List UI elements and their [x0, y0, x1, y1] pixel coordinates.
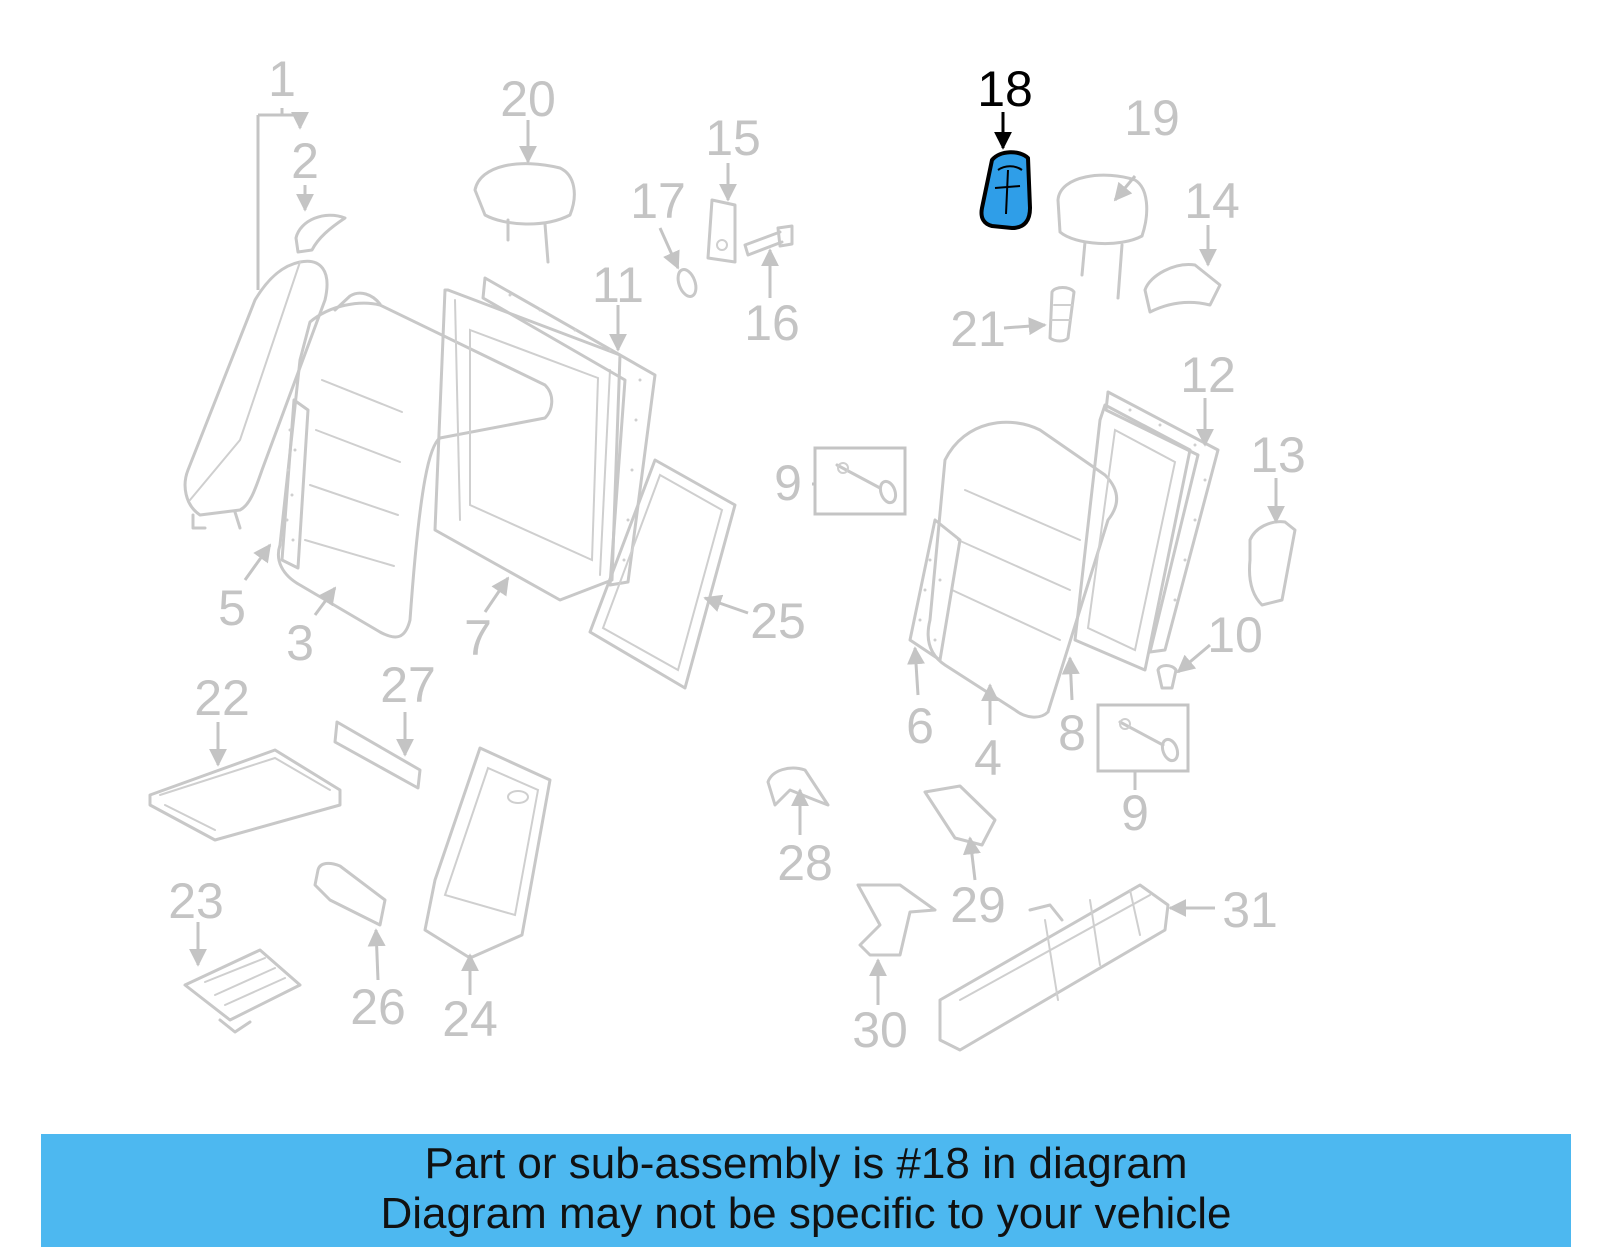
part-10-clip[interactable] — [1156, 664, 1178, 690]
callout-4: 4 — [974, 730, 1002, 786]
part-9-box-upper[interactable] — [813, 446, 907, 516]
callout-10: 10 — [1207, 607, 1263, 663]
callout-13: 13 — [1250, 427, 1306, 483]
part-22-cushion[interactable] — [148, 748, 342, 842]
callout-11: 11 — [592, 257, 644, 313]
part-25-panel[interactable] — [588, 458, 737, 690]
part-19-headrest[interactable] — [1056, 173, 1149, 300]
callout-7: 7 — [464, 610, 492, 666]
callout-20: 20 — [500, 71, 556, 127]
part-20-headrest[interactable] — [473, 162, 576, 264]
callout-19: 19 — [1124, 90, 1180, 146]
callout-29: 29 — [950, 877, 1006, 933]
part-18-highlighted[interactable] — [979, 150, 1032, 230]
callout-14: 14 — [1184, 173, 1240, 229]
callout-labels: 1 2 3 4 5 6 7 8 9 9 10 11 12 13 14 15 16… — [168, 51, 1306, 1058]
leader-lines — [189, 108, 1285, 1005]
callout-28: 28 — [777, 835, 833, 891]
callout-1: 1 — [268, 51, 296, 107]
callout-27: 27 — [380, 657, 436, 713]
part-24-frame[interactable] — [423, 746, 552, 960]
banner-line-2: Diagram may not be specific to your vehi… — [380, 1189, 1232, 1238]
part-7-frame[interactable] — [433, 288, 622, 602]
part-13-trim[interactable] — [1248, 520, 1297, 607]
part-29-trim[interactable] — [923, 784, 997, 847]
callout-24: 24 — [442, 991, 498, 1047]
info-banner: Part or sub-assembly is #18 in diagram D… — [41, 1134, 1571, 1247]
part-23-bracket[interactable] — [183, 948, 302, 1034]
callout-8: 8 — [1058, 705, 1086, 761]
callout-22: 22 — [194, 670, 250, 726]
callout-9-upper: 9 — [774, 455, 802, 511]
part-31-rail[interactable] — [938, 883, 1170, 1052]
callout-30: 30 — [852, 1002, 908, 1058]
callout-26: 26 — [350, 979, 406, 1035]
callout-23: 23 — [168, 873, 224, 929]
part-3-seat-back-cover[interactable] — [276, 291, 554, 639]
callout-2: 2 — [291, 133, 319, 189]
part-21-guide[interactable] — [1048, 286, 1076, 343]
callout-9-lower: 9 — [1121, 785, 1149, 841]
parts-diagram: 1 2 3 4 5 6 7 8 9 9 10 11 12 13 14 15 16… — [148, 51, 1306, 1058]
callout-31: 31 — [1222, 882, 1278, 938]
part-26-cover[interactable] — [313, 861, 387, 927]
callout-25: 25 — [750, 593, 806, 649]
part-8-frame[interactable] — [1073, 403, 1192, 672]
callout-18: 18 — [977, 61, 1033, 117]
part-1-side-bolster[interactable] — [183, 259, 329, 530]
part-15-bracket[interactable] — [706, 198, 737, 264]
part-30-bracket[interactable] — [856, 883, 937, 957]
callout-16: 16 — [744, 295, 800, 351]
banner-line-1: Part or sub-assembly is #18 in diagram — [424, 1139, 1188, 1188]
part-12-pad[interactable] — [1104, 390, 1220, 654]
part-17-washer[interactable] — [675, 267, 700, 299]
callout-5: 5 — [218, 580, 246, 636]
callout-6: 6 — [906, 698, 934, 754]
callout-15: 15 — [705, 110, 761, 166]
part-2-trim-cap[interactable] — [294, 213, 347, 254]
part-5-pad[interactable] — [280, 398, 310, 570]
part-14-trim[interactable] — [1143, 263, 1222, 314]
callout-3: 3 — [286, 615, 314, 671]
callout-17: 17 — [630, 173, 686, 229]
part-11-pad[interactable] — [481, 276, 657, 587]
part-16-bolt[interactable] — [743, 224, 794, 257]
part-28-trim[interactable] — [766, 766, 830, 807]
callout-21: 21 — [950, 301, 1006, 357]
part-27-strip[interactable] — [333, 720, 422, 790]
part-9-box-lower[interactable] — [1096, 703, 1190, 773]
callout-12: 12 — [1180, 347, 1236, 403]
part-6-pad[interactable] — [908, 518, 962, 662]
